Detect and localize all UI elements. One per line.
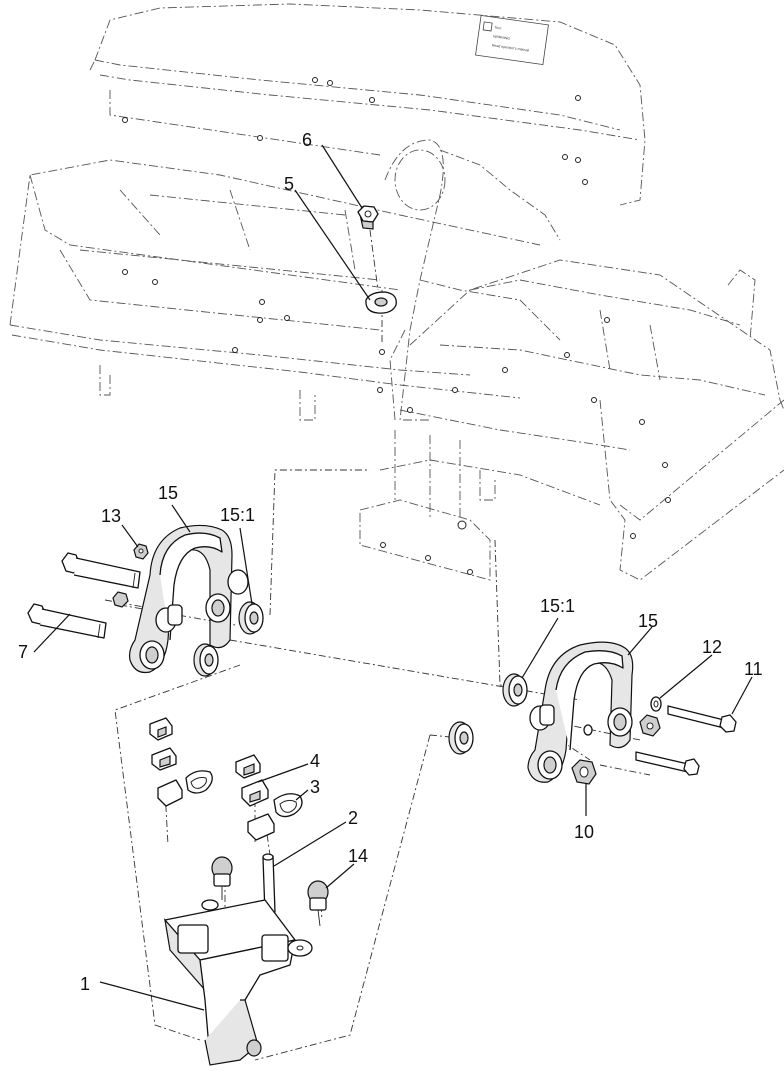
part-5-washer-plate xyxy=(365,291,397,314)
part-bearing-left-lower xyxy=(193,643,219,677)
part-15-link-right xyxy=(527,641,634,783)
part-12-washer xyxy=(650,696,662,712)
part-15-1-bearing-right xyxy=(502,673,528,707)
part-1-hanger-bracket xyxy=(164,899,313,1066)
part-7-bolt-lower xyxy=(27,603,107,639)
svg-text:WARNING: WARNING xyxy=(493,34,510,40)
callouts: 6 5 15 13 15:1 7 15:1 15 12 11 4 3 xyxy=(18,130,763,1011)
callout-15-left: 15 xyxy=(158,483,178,503)
machine-frame-phantom: Toro WARNING Read operator's manual xyxy=(9,3,784,581)
clip-set-left xyxy=(149,717,213,807)
svg-text:Toro: Toro xyxy=(494,25,501,30)
part-14-knob-left xyxy=(211,856,233,900)
callout-13: 13 xyxy=(101,506,121,526)
part-2-pin xyxy=(262,853,276,915)
part-nut-right-upper xyxy=(639,714,661,737)
part-bearing-right-lower xyxy=(448,721,474,755)
callout-12: 12 xyxy=(702,637,722,657)
part-nut-small xyxy=(112,591,129,608)
part-6-locknut xyxy=(357,205,379,230)
callout-3: 3 xyxy=(310,777,320,797)
clip-set-right xyxy=(235,754,303,841)
part-7-bolt-upper xyxy=(61,552,141,589)
lower-bracket-assembly xyxy=(149,717,329,1066)
part-15-link-left xyxy=(128,524,249,674)
callout-2: 2 xyxy=(348,808,358,828)
callout-11: 11 xyxy=(744,659,763,679)
warning-decal: Toro WARNING Read operator's manual xyxy=(475,15,549,65)
callout-5: 5 xyxy=(284,174,294,194)
part-bolt-lower-right xyxy=(635,751,700,776)
callout-10: 10 xyxy=(574,822,594,842)
part-15-1-bearing-left-upper xyxy=(238,601,264,635)
callout-15-right: 15 xyxy=(638,611,658,631)
callout-14: 14 xyxy=(348,846,368,866)
callout-15-1-left: 15:1 xyxy=(220,505,255,525)
left-link-assembly xyxy=(27,524,264,677)
callout-1: 1 xyxy=(80,974,90,994)
callout-7: 7 xyxy=(18,642,28,662)
callout-6: 6 xyxy=(302,130,312,150)
right-link-assembly xyxy=(448,641,737,785)
callout-15-1-right: 15:1 xyxy=(540,596,575,616)
callout-4: 4 xyxy=(310,751,320,771)
part-14-knob-right xyxy=(307,880,329,927)
part-11-bolt-upper xyxy=(667,705,737,733)
part-10-locknut xyxy=(571,759,597,785)
part-13-nut xyxy=(133,543,149,560)
svg-text:Read operator's manual: Read operator's manual xyxy=(492,43,530,52)
